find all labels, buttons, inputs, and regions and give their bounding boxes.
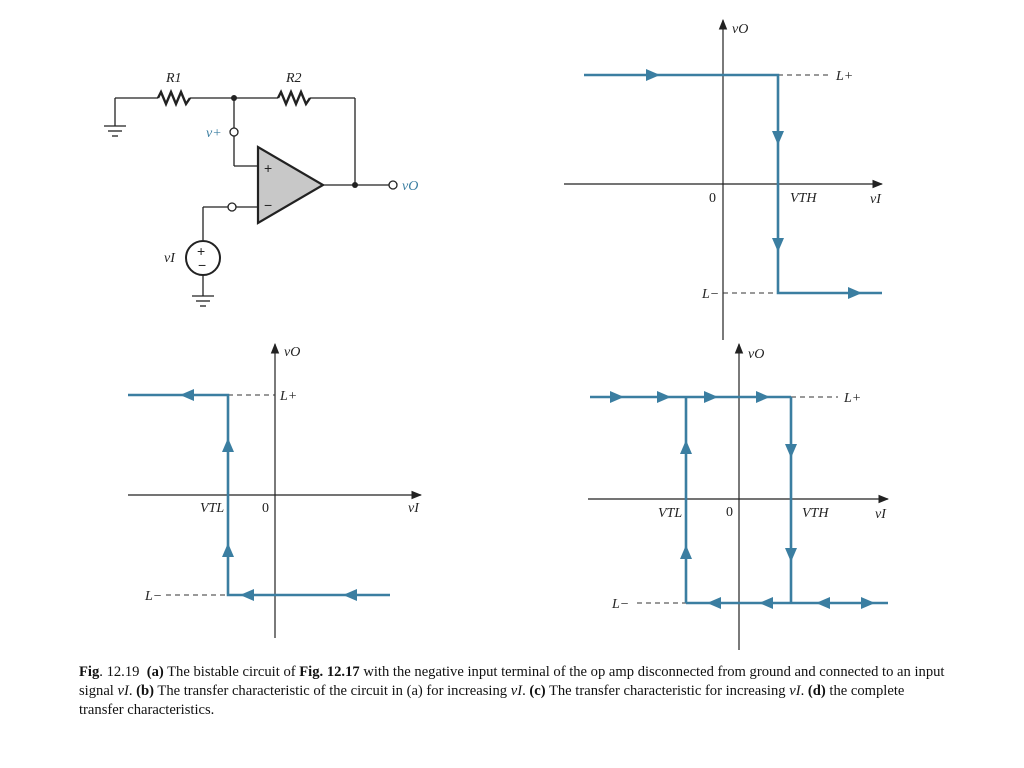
- svg-text:−: −: [198, 257, 206, 273]
- caption-ref-fig: Fig. 12.17: [299, 664, 360, 680]
- v-plus-terminal: [229, 127, 239, 137]
- l-plus-label: L+: [835, 69, 853, 84]
- x-axis-label: vI: [875, 507, 887, 522]
- direction-arrow: [861, 597, 875, 609]
- origin-label: 0: [262, 501, 269, 516]
- transfer-curve: [128, 393, 390, 597]
- caption-text-c: The transfer characteristic for increasi…: [548, 683, 786, 699]
- l-minus-label: L−: [701, 287, 719, 302]
- v-in-label: vI: [164, 251, 176, 266]
- panel-d-complete-hysteresis: vO vI 0 VTL VTH L+ L−: [588, 342, 890, 650]
- direction-arrow: [343, 589, 357, 601]
- vtl-label: VTL: [200, 501, 224, 516]
- panel-b-transfer-increasing: vO vI 0 VTH L+ L−: [564, 18, 884, 340]
- bistable-circuit: R1 R2 v+ + − vO + − vI: [104, 71, 418, 307]
- panel-c-transfer-decreasing: vO vI 0 VTL L+ L−: [128, 342, 423, 638]
- direction-arrow: [772, 131, 784, 145]
- l-plus-label: L+: [843, 391, 861, 406]
- caption-text-d: the complete transfer characteristics.: [79, 683, 905, 718]
- caption-part-b: (b): [136, 683, 155, 699]
- figure-12-19: R1 R2 v+ + − vO + − vI: [104, 18, 890, 650]
- caption-fig-number: . 12.19: [99, 664, 140, 680]
- vtl-label: VTL: [658, 506, 682, 521]
- direction-arrow: [759, 597, 773, 609]
- caption-part-d: (d): [807, 683, 826, 699]
- ground-symbol: [104, 98, 126, 137]
- direction-arrow: [680, 440, 692, 454]
- y-axis-label: vO: [748, 347, 764, 362]
- direction-arrow: [704, 391, 718, 403]
- r1-label: R1: [165, 71, 182, 86]
- output-terminal: [388, 180, 398, 190]
- direction-arrow: [785, 548, 797, 562]
- caption-var: vI: [510, 683, 523, 699]
- r2-label: R2: [285, 71, 302, 86]
- svg-text:+: +: [197, 243, 205, 259]
- direction-arrow: [657, 391, 671, 403]
- x-axis-label: vI: [408, 501, 420, 516]
- v-minus-terminal: [227, 202, 237, 212]
- output-junction: [352, 182, 358, 188]
- caption-text-a1: The bistable circuit of: [167, 664, 296, 680]
- l-minus-label: L−: [611, 597, 629, 612]
- resistor-r1: [156, 88, 191, 108]
- v-plus-label: v+: [206, 126, 222, 141]
- direction-arrow: [772, 238, 784, 252]
- voltage-source: + −: [185, 240, 221, 276]
- direction-arrow: [646, 69, 660, 81]
- caption-var: vI: [117, 683, 129, 699]
- origin-label: 0: [709, 191, 716, 206]
- caption-text-b: The transfer characteristic of the circu…: [157, 683, 508, 699]
- y-axis-label: vO: [732, 22, 748, 37]
- origin-label: 0: [726, 505, 733, 520]
- direction-arrow: [180, 389, 194, 401]
- op-amp-plus: +: [264, 160, 272, 176]
- l-plus-label: L+: [279, 389, 297, 404]
- direction-arrow: [707, 597, 721, 609]
- caption-text-a2: with the negative input terminal of the …: [79, 664, 945, 699]
- y-axis-label: vO: [284, 345, 300, 360]
- figure-caption: Fig. 12.19 (a) The bistable circuit of F…: [79, 664, 945, 718]
- caption-part-a: (a): [146, 664, 164, 680]
- transfer-curve: [584, 73, 882, 295]
- resistor-r2: [276, 88, 311, 108]
- ground-symbol: [192, 295, 214, 307]
- direction-arrow: [222, 543, 234, 557]
- direction-arrow: [816, 597, 830, 609]
- direction-arrow: [785, 444, 797, 458]
- direction-arrow: [610, 391, 624, 403]
- direction-arrow: [222, 438, 234, 452]
- caption-var: vI: [789, 683, 801, 699]
- v-out-label: vO: [402, 179, 418, 194]
- direction-arrow: [848, 287, 862, 299]
- direction-arrow: [680, 545, 692, 559]
- x-axis-label: vI: [870, 192, 882, 207]
- vth-label: VTH: [802, 506, 829, 521]
- vth-label: VTH: [790, 191, 817, 206]
- caption-fig-label: Fig: [79, 664, 100, 680]
- direction-arrow: [240, 589, 254, 601]
- l-minus-label: L−: [144, 589, 162, 604]
- op-amp: [256, 145, 326, 225]
- op-amp-minus: −: [264, 197, 272, 213]
- direction-arrow: [756, 391, 770, 403]
- caption-part-c: (c): [529, 683, 546, 699]
